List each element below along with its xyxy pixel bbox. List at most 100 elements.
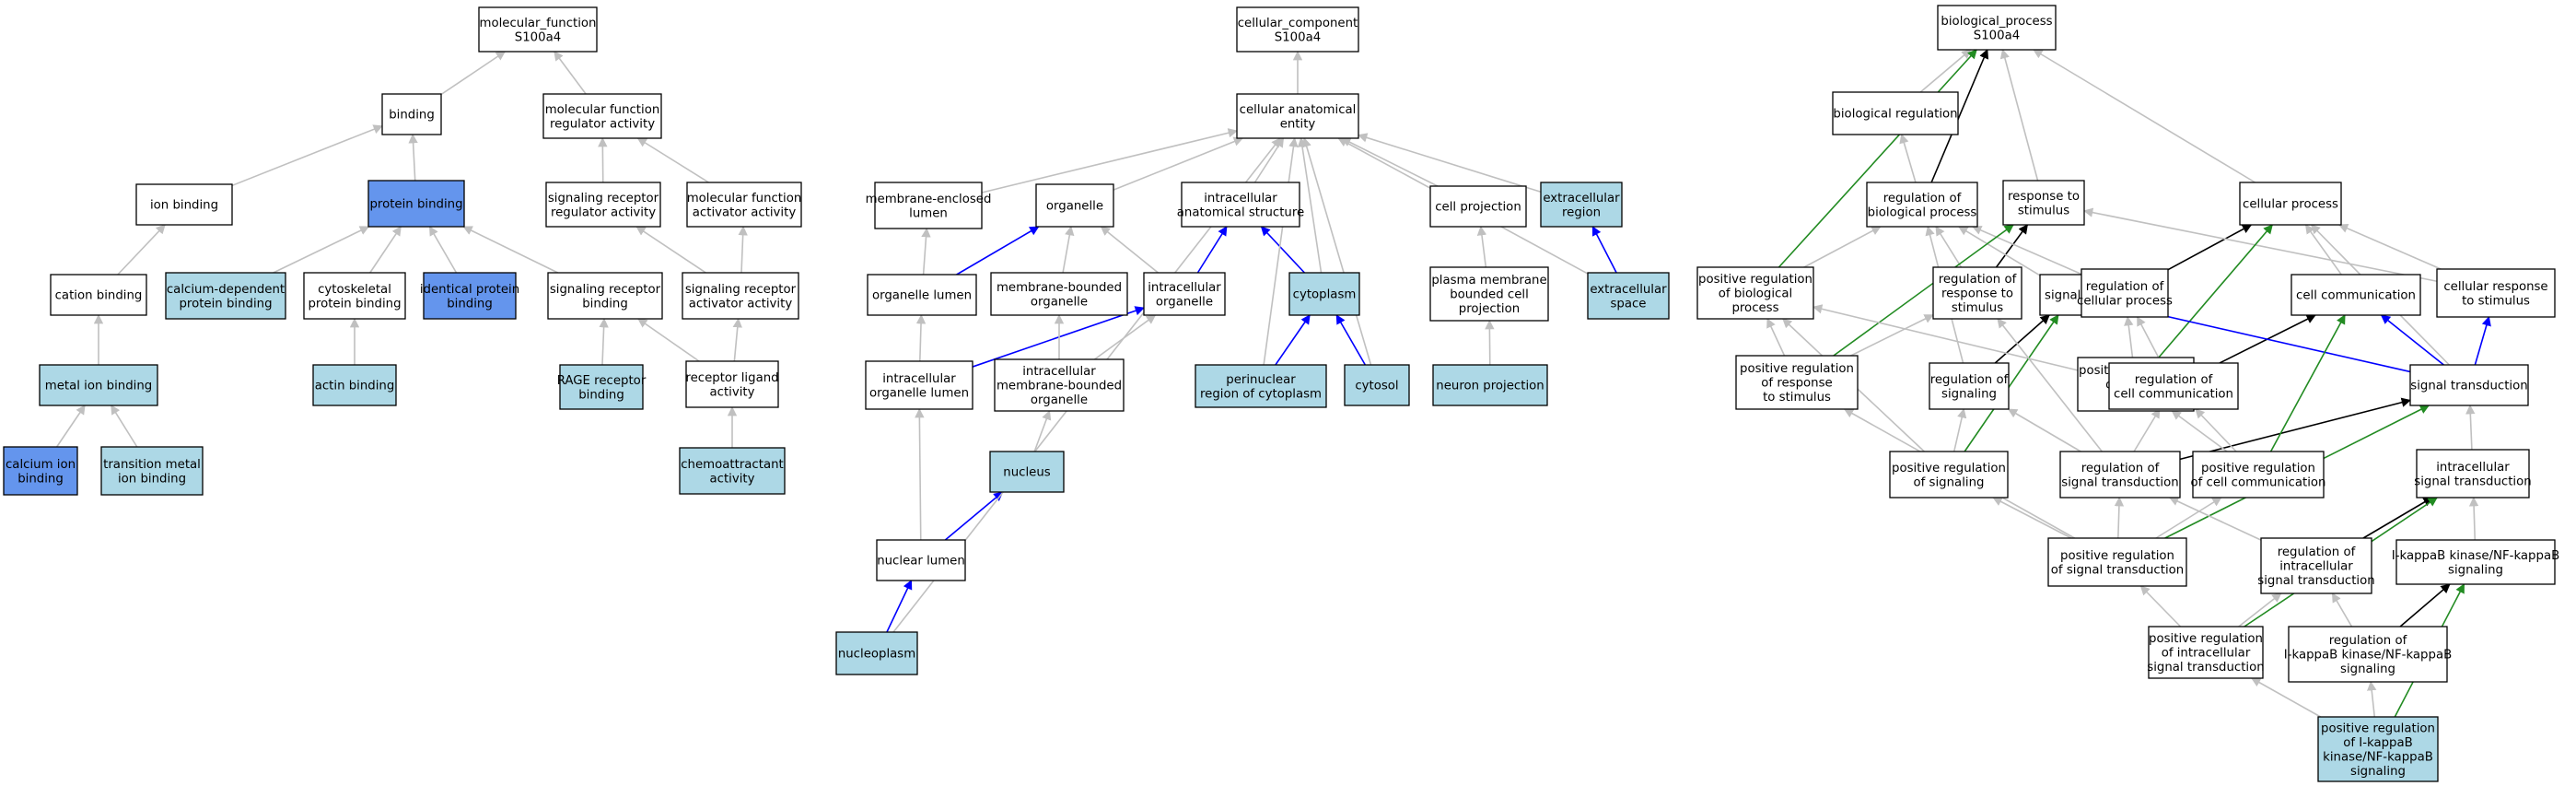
go-term-box bbox=[1937, 5, 2057, 51]
go-term-label-line: positive regulation bbox=[1892, 462, 2006, 475]
go-term-label-line: regulation of bbox=[1939, 273, 2017, 287]
go-term-label-line: regulation of bbox=[1883, 192, 1962, 205]
go-term-label-line: biological regulation bbox=[1833, 108, 1957, 122]
go-term-node-organelle: organelle bbox=[1035, 183, 1114, 228]
edge-sigtrans-to-crs bbox=[2474, 316, 2491, 366]
edge-prcp-to-cellproc bbox=[2158, 224, 2273, 358]
edge-rist-to-ist bbox=[2362, 497, 2433, 539]
go-term-label-line: region bbox=[1562, 205, 1601, 219]
edge-prbp-to-bp bbox=[1778, 49, 1977, 268]
go-term-label-line: cytoplasm bbox=[1293, 288, 1357, 302]
edge-rbp-to-bp bbox=[1930, 49, 1989, 183]
go-term-box bbox=[865, 360, 973, 410]
go-term-box bbox=[686, 182, 802, 228]
go-term-label-line: positive regulation bbox=[1698, 273, 1813, 287]
edge-nucleus-to-imbo bbox=[1033, 410, 1052, 452]
go-term-box bbox=[423, 272, 517, 320]
go-term-label-line: S100a4 bbox=[1974, 29, 2020, 42]
go-term-label-line: membrane-bounded bbox=[997, 281, 1122, 295]
go-term-box bbox=[50, 274, 147, 316]
go-term-box bbox=[835, 631, 918, 675]
go-term-label-line: response to bbox=[1941, 287, 2013, 301]
go-term-label-line: calcium ion bbox=[6, 458, 76, 472]
go-term-box bbox=[2239, 182, 2342, 226]
go-term-box bbox=[874, 182, 983, 229]
go-term-label-line: identical protein bbox=[420, 283, 519, 297]
go-term-label-line: membrane-bounded bbox=[997, 380, 1122, 393]
go-term-label-line: intracellular bbox=[1022, 365, 1096, 379]
go-term-label-line: of signal transduction bbox=[2051, 563, 2184, 577]
edge-rrts-to-rbp bbox=[1935, 226, 1963, 268]
go-term-label-line: cellular response bbox=[2443, 280, 2547, 294]
go-term-label-line: of signaling bbox=[1914, 475, 1985, 489]
go-term-label-line: positive regulation bbox=[2149, 632, 2263, 646]
go-term-label-line: positive regulation bbox=[2321, 721, 2435, 735]
go-term-box bbox=[1889, 451, 2009, 499]
edge-extspace-to-extreg bbox=[1591, 226, 1617, 274]
go-term-box bbox=[312, 364, 397, 406]
edge-cytoplasm-to-cae bbox=[1297, 136, 1323, 274]
go-term-box bbox=[1288, 272, 1360, 316]
edge-prst-to-prsig bbox=[1992, 497, 2072, 539]
go-term-label-line: regulation of bbox=[2329, 634, 2407, 648]
go-term-label-line: cellular_component bbox=[1238, 17, 1358, 30]
go-term-label-line: biological_process bbox=[1941, 15, 2052, 29]
go-term-label-line: entity bbox=[1280, 117, 1316, 131]
edge-rage-to-srbind bbox=[599, 317, 609, 366]
go-term-label-line: projection bbox=[1459, 302, 1520, 316]
go-term-annotated-cytoplasm: cytoplasm bbox=[1288, 272, 1360, 316]
go-term-box bbox=[994, 358, 1125, 412]
go-term-box bbox=[100, 446, 204, 496]
go-term-label-line: receptor ligand bbox=[685, 371, 778, 385]
edge-ias-to-cae bbox=[1253, 137, 1285, 183]
go-term-label-line: activity bbox=[709, 385, 754, 399]
go-term-label-line: signal transduction bbox=[2061, 475, 2178, 489]
go-term-label-line: of biological bbox=[1719, 287, 1792, 301]
go-term-label-line: intracellular bbox=[882, 372, 956, 386]
go-term-label-line: regulation of bbox=[2086, 280, 2164, 294]
edge-orglumen-to-organelle bbox=[956, 226, 1040, 276]
go-term-label-line: signal transduction bbox=[2147, 661, 2264, 675]
go-term-box bbox=[1540, 182, 1623, 228]
edge-iol-to-orglumen bbox=[915, 313, 927, 362]
edge-srra-to-mfreg bbox=[598, 136, 608, 183]
go-term-label-line: actin binding bbox=[315, 380, 395, 393]
go-term-box bbox=[1432, 364, 1548, 406]
edge-nuclumen-to-iol bbox=[915, 407, 925, 541]
go-term-box bbox=[542, 93, 662, 139]
go-term-box bbox=[1344, 364, 1410, 406]
go-term-label-line: S100a4 bbox=[1275, 30, 1321, 44]
go-term-label-line: molecular function bbox=[687, 192, 802, 205]
go-term-box bbox=[2002, 180, 2085, 226]
go-term-box bbox=[1035, 183, 1114, 228]
edge-prbp-to-rbp bbox=[1803, 226, 1882, 268]
go-term-box bbox=[2148, 626, 2264, 679]
edge-pmbcp-to-cellproj bbox=[1476, 225, 1487, 268]
go-term-box bbox=[381, 93, 442, 135]
edge-sraa-to-srra bbox=[635, 226, 706, 274]
go-term-label-line: organelle bbox=[1031, 295, 1088, 309]
go-term-label-line: plasma membrane bbox=[1431, 274, 1546, 287]
go-term-box bbox=[990, 272, 1128, 316]
edge-prist-to-prst bbox=[2139, 585, 2182, 628]
go-term-label-line: process bbox=[1731, 301, 1778, 315]
go-term-label-line: protein binding bbox=[369, 198, 462, 212]
go-term-label-line: signaling bbox=[2350, 765, 2406, 779]
go-term-label-line: cellular anatomical bbox=[1240, 103, 1357, 117]
edge-rikk-to-ikk bbox=[2399, 583, 2451, 628]
go-term-label-line: regulation of bbox=[2278, 546, 2356, 559]
go-term-box bbox=[547, 272, 663, 320]
edge-rla-to-srbind bbox=[637, 318, 700, 362]
